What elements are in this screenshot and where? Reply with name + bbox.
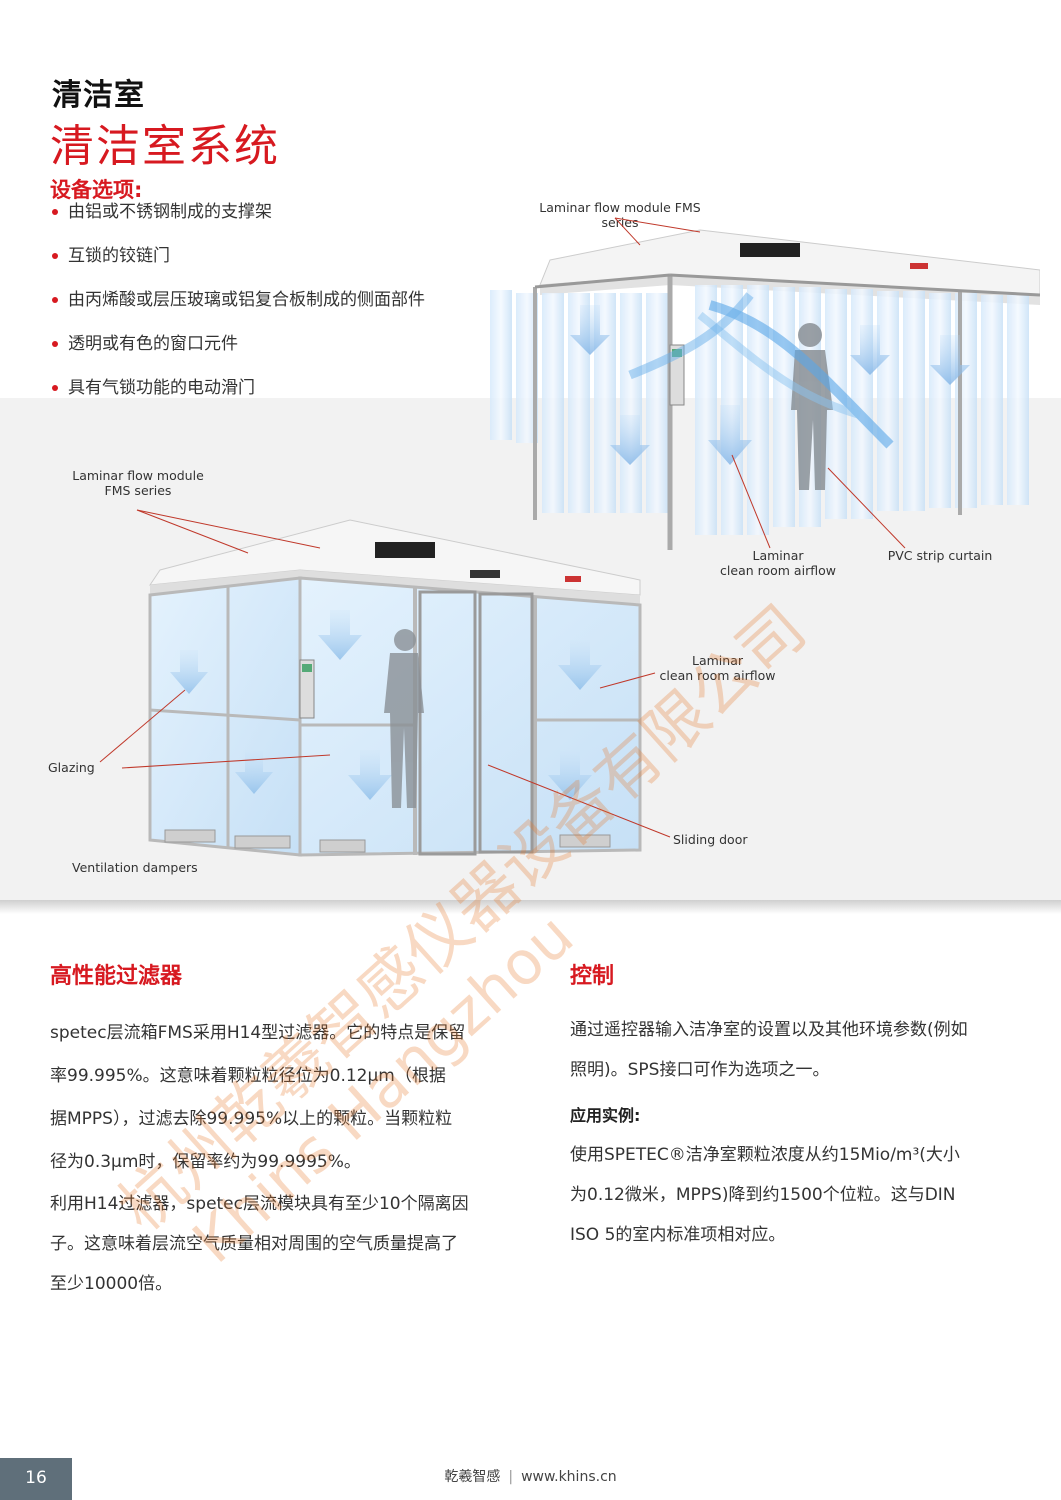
example-paragraph: 使用SPETEC®洁净室颗粒浓度从约15Mio/m³(大小 为0.12微米，MP… xyxy=(570,1145,960,1245)
control-paragraph: 通过遥控器输入洁净室的设置以及其他环境参数(例如 照明)。SPS接口可作为选项之… xyxy=(570,1020,968,1080)
footer-brand: 乾羲智感 xyxy=(444,1469,501,1485)
band-shadow xyxy=(0,900,1061,914)
label-laminar-airflow-bottom: Laminar clean room airflow xyxy=(659,653,776,683)
list-item: 透明或有色的窗口元件 xyxy=(50,330,425,374)
footer-separator: | xyxy=(508,1469,514,1485)
footer: 乾羲智感 | www.khins.cn xyxy=(0,1466,1061,1486)
footer-url[interactable]: www.khins.cn xyxy=(521,1469,617,1485)
options-heading: 设备选项: xyxy=(50,178,143,202)
label-pvc-strip-curtain: PVC strip curtain xyxy=(887,548,993,563)
cleanroom-curtain-illustration xyxy=(490,229,1040,550)
control-section-title: 控制 xyxy=(570,964,615,989)
list-item: 互锁的铰链门 xyxy=(50,242,425,286)
list-item: 具有气锁功能的电动滑门 xyxy=(50,374,425,418)
page-number: 16 xyxy=(0,1458,72,1500)
bullet-icon xyxy=(52,385,58,391)
bullet-icon xyxy=(52,297,58,303)
options-list: 由铝或不锈钢制成的支撑架 互锁的铰链门 由丙烯酸或层压玻璃或铝复合板制成的侧面部… xyxy=(50,198,425,418)
label-laminar-module-top: Laminar flow module FMS series xyxy=(539,200,701,230)
list-item: 由丙烯酸或层压玻璃或铝复合板制成的侧面部件 xyxy=(50,286,425,330)
label-laminar-module-bottom: Laminar flow module FMS series xyxy=(72,468,204,498)
example-title: 应用实例: xyxy=(570,1106,641,1125)
bullet-icon xyxy=(52,341,58,347)
page-subtitle: 清洁室系统 xyxy=(50,121,280,172)
label-glazing: Glazing xyxy=(48,760,95,775)
filter-section-title: 高性能过滤器 xyxy=(50,964,183,989)
bullet-icon xyxy=(52,253,58,259)
label-sliding-door: Sliding door xyxy=(673,832,748,847)
label-ventilation-dampers: Ventilation dampers xyxy=(72,860,198,875)
leader-lines xyxy=(99,217,906,838)
page-title: 清洁室 xyxy=(52,78,145,113)
list-item: 由铝或不锈钢制成的支撑架 xyxy=(50,198,425,242)
bullet-icon xyxy=(52,209,58,215)
filter-paragraph: spetec层流箱FMS采用H14型过滤器。它的特点是保留 率99.995%。这… xyxy=(50,1023,469,1294)
cleanroom-glazing-illustration xyxy=(148,519,642,857)
label-laminar-airflow-top: Laminar clean room airflow xyxy=(720,548,836,578)
